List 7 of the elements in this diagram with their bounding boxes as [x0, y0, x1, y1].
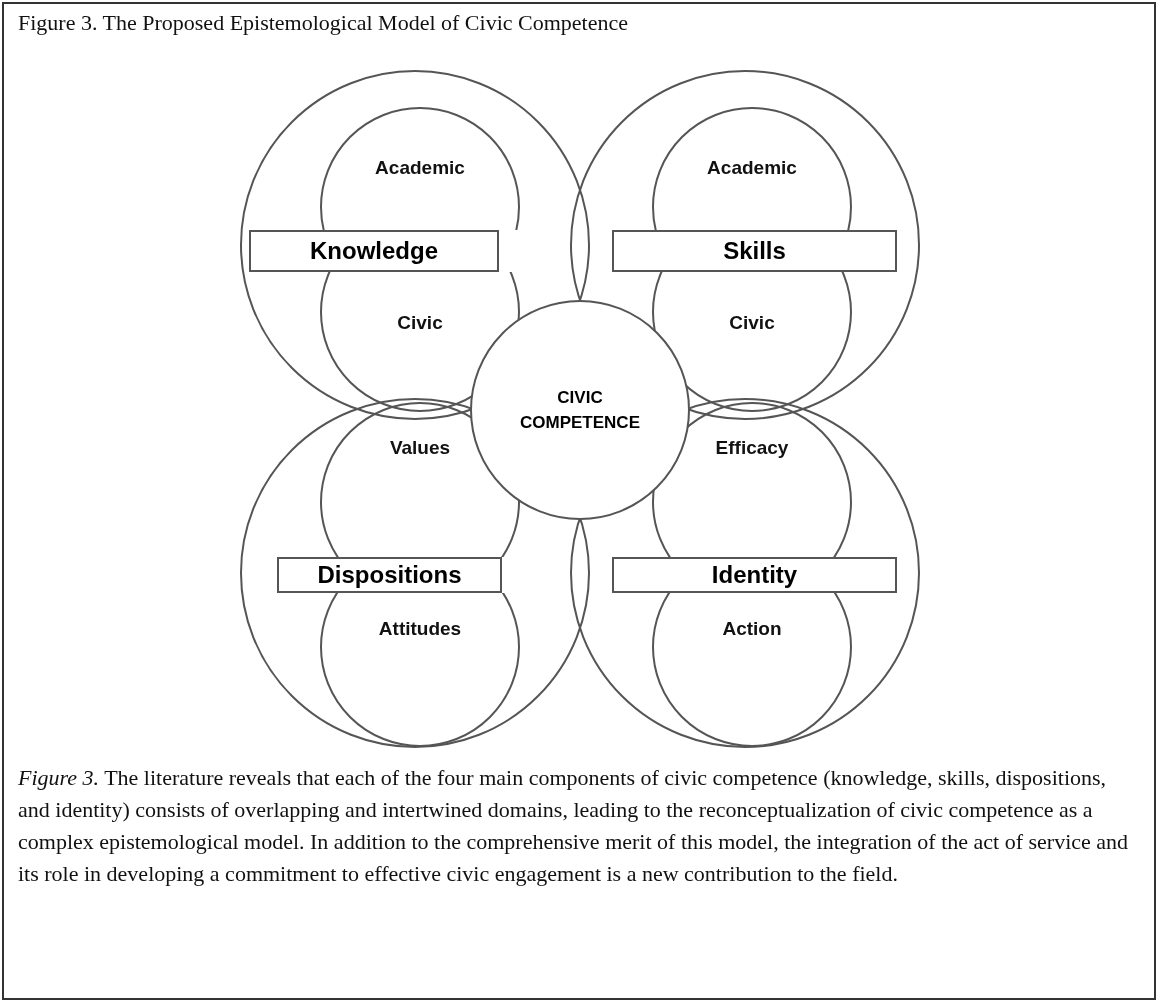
figure-title: Figure 3. The Proposed Epistemological Model of Civic Competence	[18, 10, 628, 36]
center-circle: CIVIC COMPETENCE	[470, 300, 690, 520]
domain-label-box: Knowledge	[249, 230, 499, 272]
figure-caption: Figure 3. The literature reveals that each of the four main components of civic competence (knowledge, skills, dispositions, and identity) consists of overlapping and intertwined domains, leading to the reconceptualization of civic competence as a complex epistemological model. In addition to the comprehensive merit of this model, the integration of the act of service and its role in developing a commitment to effective civic engagement is a new contribution to the field.	[18, 764, 1130, 888]
domain-label-box: Dispositions	[277, 557, 502, 593]
domain-label-box: Skills	[612, 230, 897, 272]
domain-label-box: Identity	[612, 557, 897, 593]
